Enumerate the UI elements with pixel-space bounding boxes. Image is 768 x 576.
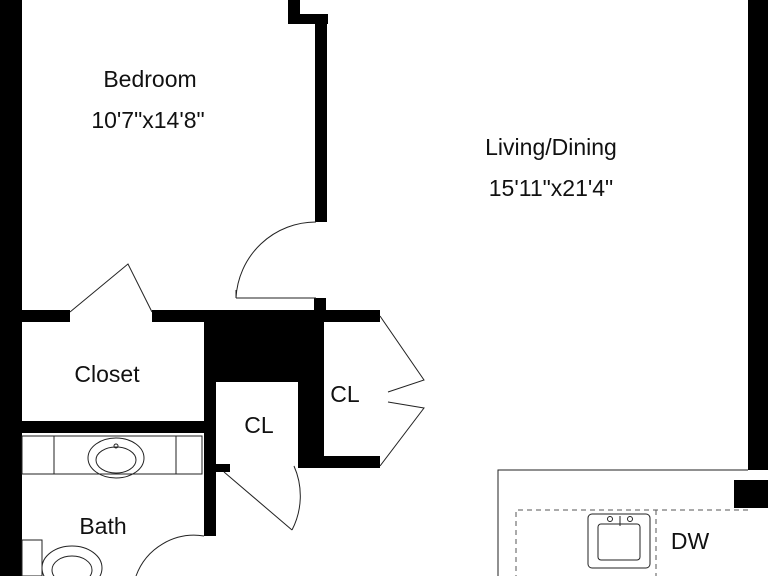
dishwasher-label: DW [671,528,710,554]
bathroom-sink-icon [87,437,145,479]
wall-left-exterior [0,0,22,576]
bath-name: Bath [79,513,126,539]
wall-bedroom-living [315,14,327,222]
closet-name: Closet [74,361,140,387]
door-swing-icon [223,465,301,531]
wall-small-cl-left [204,372,216,536]
wall-right-exterior-lower [734,480,768,508]
wall-bedroom-bottom-right [152,310,212,322]
bedroom-size: 10'7"x14'8" [91,107,204,133]
kitchen-counter [497,469,748,576]
closet-small-name: CL [244,412,274,438]
wall-chase-cap [312,310,380,322]
living-dining-name: Living/Dining [485,134,617,160]
wall-hall-cl-bottom [310,456,380,468]
bifold-door-icon [69,263,153,313]
closet-hall-name: CL [330,381,360,407]
wall-hall-cl-left [310,310,324,468]
doors [69,221,425,576]
wall-bedroom-bottom-left [0,310,70,322]
wall-central-chase [204,310,312,372]
door-swing-icon [135,534,205,576]
kitchen [497,469,748,576]
wall-right-exterior [748,0,768,470]
wall-small-cl-right [298,372,312,468]
wall-small-cl-stub [216,464,230,472]
bedroom-name: Bedroom [103,66,196,92]
wall-small-cl-top [204,372,312,382]
toilet-icon [21,539,103,576]
wall-bedroom-living-jog [288,14,328,24]
bifold-door-icon [379,315,425,467]
vanity-counter [21,435,203,475]
labels: Bedroom 10'7"x14'8" Living/Dining 15'11"… [74,66,709,554]
wall-chase-stub [314,298,326,312]
kitchen-sink-icon [587,513,651,569]
bath-fixtures [21,435,203,576]
door-swing-icon [235,221,317,299]
wall-closet-bottom [0,421,216,433]
living-dining-size: 15'11"x21'4" [489,175,613,201]
